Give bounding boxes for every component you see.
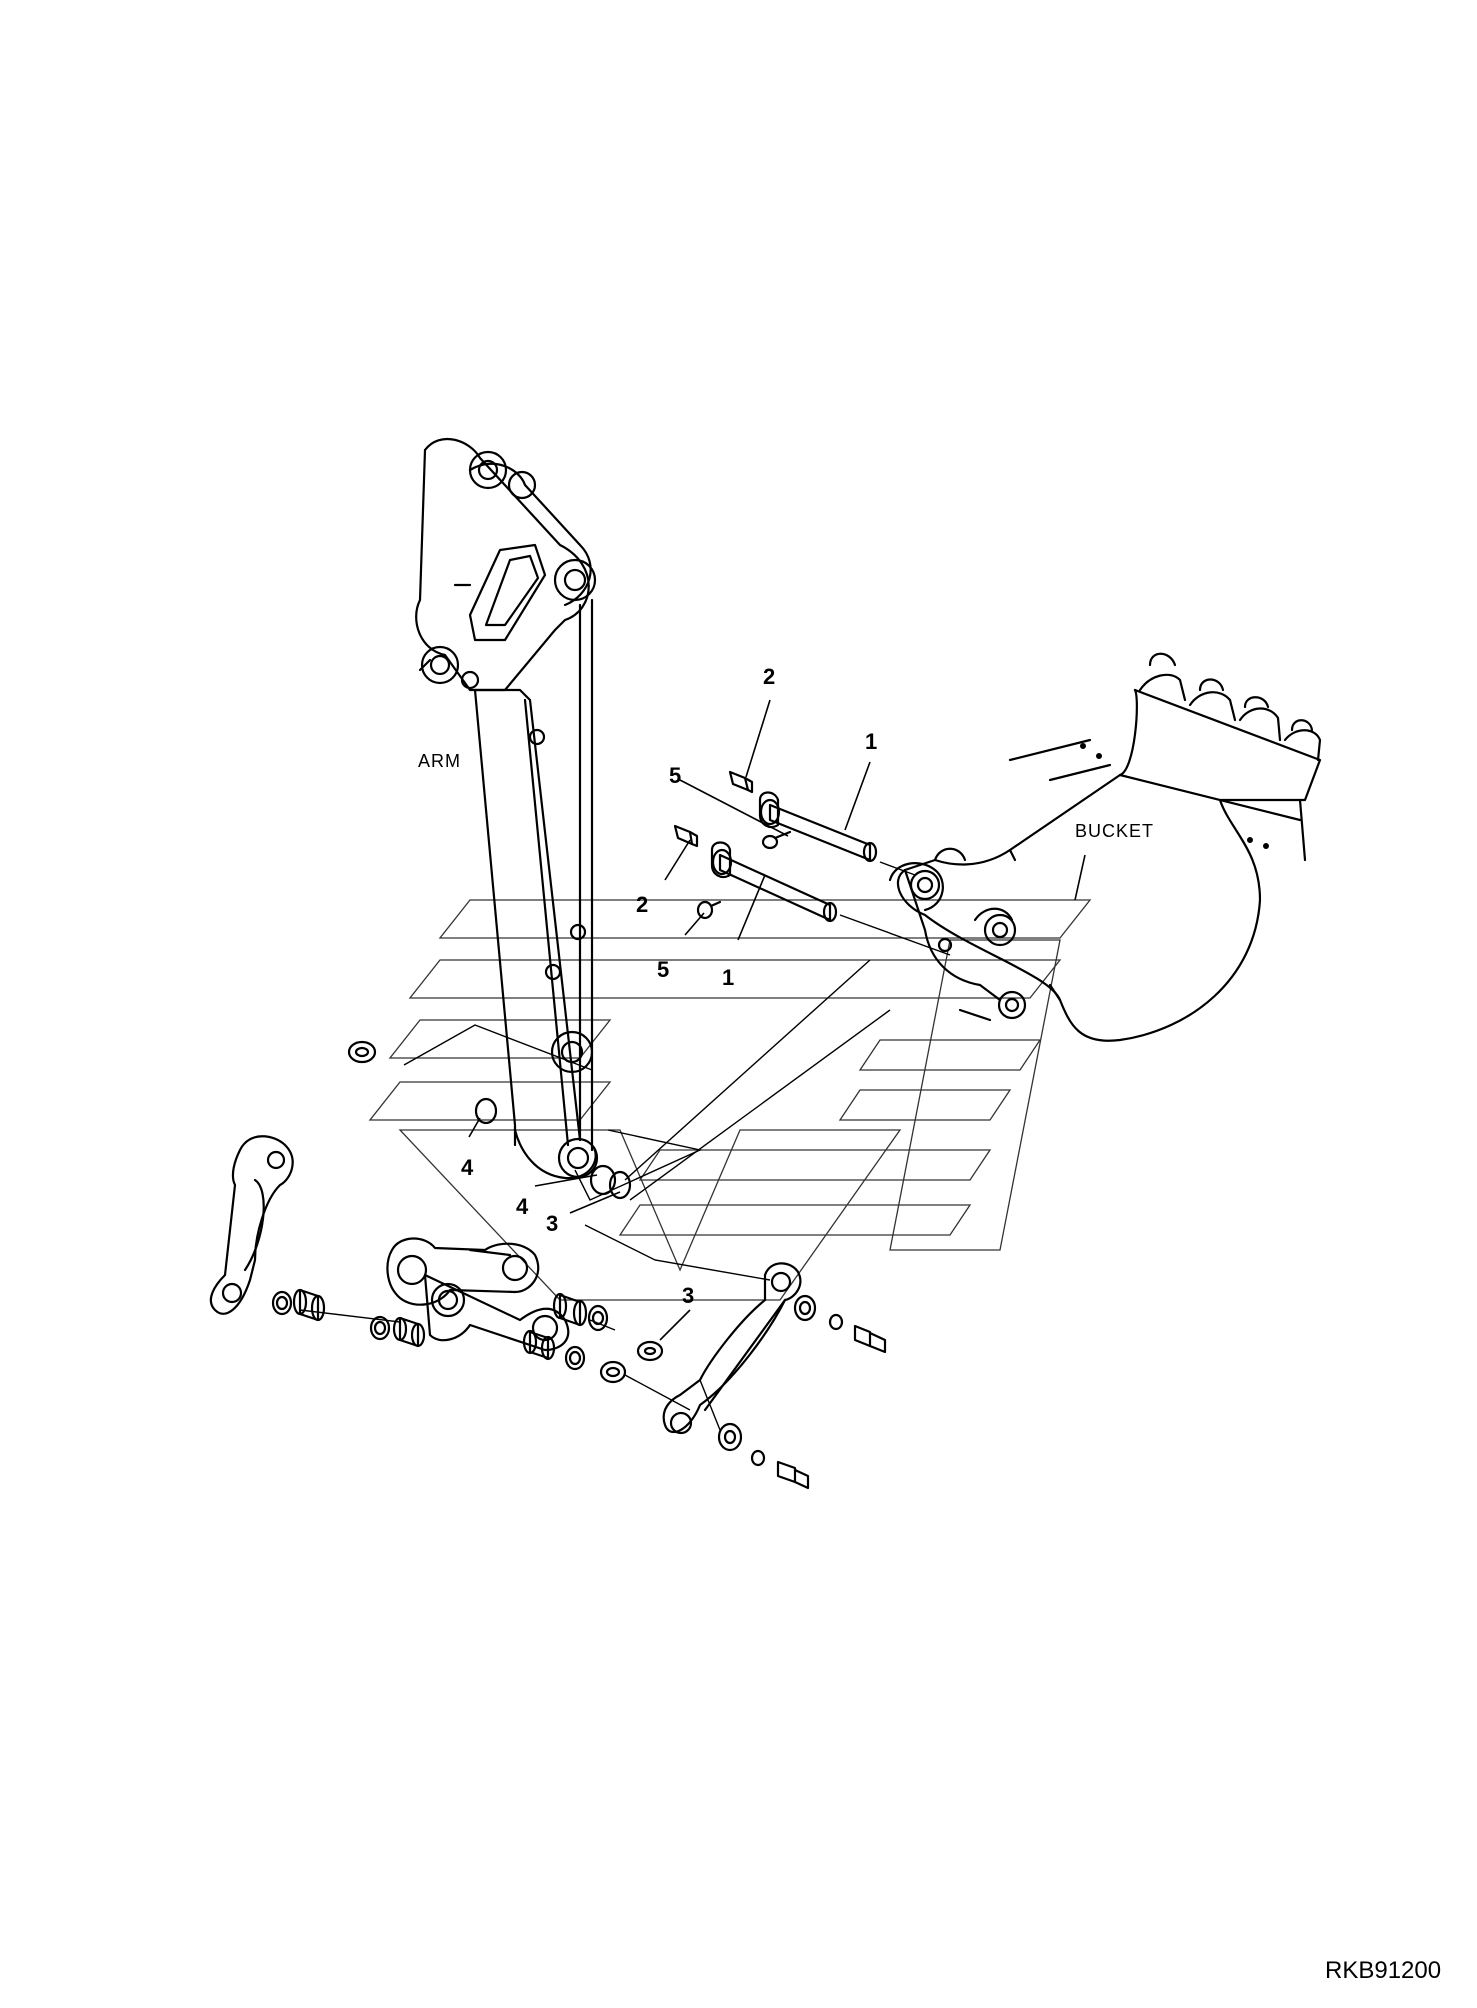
oring-arm bbox=[474, 1097, 498, 1125]
callout-1-upper: 1 bbox=[865, 729, 877, 754]
bolt-upper bbox=[761, 830, 792, 850]
fastener-set-lower bbox=[717, 1422, 810, 1490]
grease-fitting-lower bbox=[673, 824, 699, 848]
bolt-lower bbox=[696, 900, 722, 920]
bucket-assembly bbox=[888, 652, 1322, 1042]
bushing-cluster-center bbox=[522, 1292, 664, 1384]
callout-2-upper: 2 bbox=[763, 664, 775, 689]
drawing-reference-number: RKB91200 bbox=[1325, 1957, 1441, 1984]
callout-4-left: 4 bbox=[461, 1155, 474, 1180]
callout-5-lower: 5 bbox=[657, 957, 669, 982]
callout-3-link: 3 bbox=[682, 1283, 694, 1308]
grease-fitting-upper bbox=[728, 770, 754, 794]
side-link-right bbox=[662, 1262, 802, 1435]
arm-assembly bbox=[415, 438, 599, 1180]
callout-2-lower: 2 bbox=[636, 892, 648, 917]
assembly-lines bbox=[299, 861, 951, 1431]
callout-3-arm: 3 bbox=[546, 1211, 558, 1236]
callout-5-upper: 5 bbox=[669, 763, 681, 788]
label-arm: ARM bbox=[418, 751, 461, 771]
callout-4-right: 4 bbox=[516, 1194, 529, 1219]
bushing-cluster-left bbox=[271, 1288, 426, 1348]
fastener-set-upper bbox=[793, 1294, 887, 1354]
shim-arm-side bbox=[347, 1040, 377, 1064]
watermark-logo bbox=[368, 899, 1092, 1301]
pin-lower bbox=[710, 841, 838, 923]
side-link-left bbox=[209, 1135, 294, 1315]
label-bucket: BUCKET bbox=[1075, 821, 1154, 841]
callout-1-lower: 1 bbox=[722, 965, 734, 990]
washers-arm-end bbox=[589, 1164, 632, 1200]
connecting-links bbox=[386, 1237, 570, 1352]
pin-upper bbox=[758, 791, 878, 863]
callout-leaders bbox=[468, 699, 1086, 1341]
